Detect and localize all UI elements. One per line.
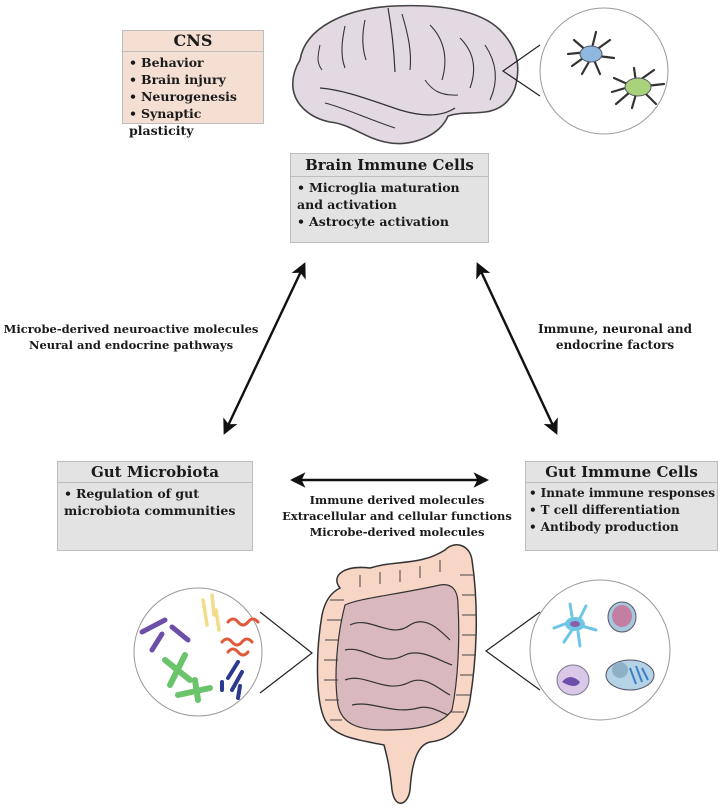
cns-item: Brain injury — [129, 71, 257, 88]
right-arrow-label-line: Immune, neuronal and — [538, 322, 692, 336]
cns-item: Neurogenesis — [129, 88, 257, 105]
plasma-cell-icon — [605, 659, 655, 691]
gut-microbiota-list: Regulation of gut microbiota communities — [58, 483, 252, 519]
gut-immune-item: T cell differentiation — [529, 502, 711, 519]
bottom-arrow-label-line: Extracellular and cellular functions — [282, 509, 512, 523]
gut-immune-cells-box: Gut Immune Cells Innate immune responses… — [525, 461, 718, 551]
bacteria-yellow-icon — [201, 593, 221, 632]
gut-immune-cells-title: Gut Immune Cells — [526, 462, 717, 483]
cns-box: CNS Behavior Brain injury Neurogenesis S… — [122, 30, 264, 138]
gut-immune-item: Innate immune responses — [529, 485, 715, 502]
intestine-illustration — [316, 544, 477, 804]
gut-immune-callout — [484, 579, 671, 721]
dendritic-cell-icon — [552, 602, 598, 648]
bottom-arrow-label-line: Microbe-derived molecules — [309, 525, 485, 539]
right-arrow-label: Immune, neuronal and endocrine factors — [520, 321, 710, 353]
bacteria-spiral-red-icon — [220, 617, 260, 657]
brain-immune-cells-box: Brain Immune Cells Microglia maturation … — [290, 153, 489, 243]
arrow-brain-gut-immune — [476, 262, 558, 435]
bottom-arrow-label-line: Immune derived molecules — [309, 493, 485, 507]
brain-illustration — [292, 4, 519, 145]
gut-microbiota-title: Gut Microbiota — [58, 462, 252, 483]
bottom-arrow-label: Immune derived molecules Extracellular a… — [280, 492, 514, 540]
cns-list: Behavior Brain injury Neurogenesis Synap… — [123, 52, 263, 139]
left-arrow-label: Microbe-derived neuroactive molecules Ne… — [0, 321, 262, 353]
brain-immune-cells-list: Microglia maturation and activation Astr… — [291, 177, 488, 230]
left-arrow-label-line: Neural and endocrine pathways — [28, 338, 234, 352]
gut-microbiota-box: Gut Microbiota Regulation of gut microbi… — [57, 461, 253, 551]
arrow-microbiota-brain — [223, 262, 306, 435]
cns-item: Behavior — [129, 54, 257, 71]
bacteria-rods-purple-icon — [139, 617, 191, 653]
cns-item: Synaptic plasticity — [129, 105, 257, 139]
brain-immune-item: Microglia maturation and activation — [297, 179, 482, 213]
left-arrow-label-line: Microbe-derived neuroactive molecules — [3, 322, 259, 336]
bacteria-green-icon — [162, 652, 213, 703]
microglia-cell-icon — [566, 30, 616, 76]
gut-immune-cells-list: Innate immune responses T cell different… — [526, 483, 717, 536]
cns-title: CNS — [123, 31, 263, 52]
gut-immune-item: Antibody production — [529, 519, 711, 536]
gut-microbiota-item: Regulation of gut microbiota communities — [64, 485, 246, 519]
microbiota-callout — [133, 587, 313, 717]
astrocyte-cell-icon — [610, 66, 666, 110]
brain-immune-cells-title: Brain Immune Cells — [291, 154, 488, 177]
brain-immune-item: Astrocyte activation — [297, 213, 482, 230]
right-arrow-label-line: endocrine factors — [555, 338, 675, 352]
bacteria-blue-icon — [220, 660, 244, 700]
brain-cells-callout — [501, 7, 669, 135]
